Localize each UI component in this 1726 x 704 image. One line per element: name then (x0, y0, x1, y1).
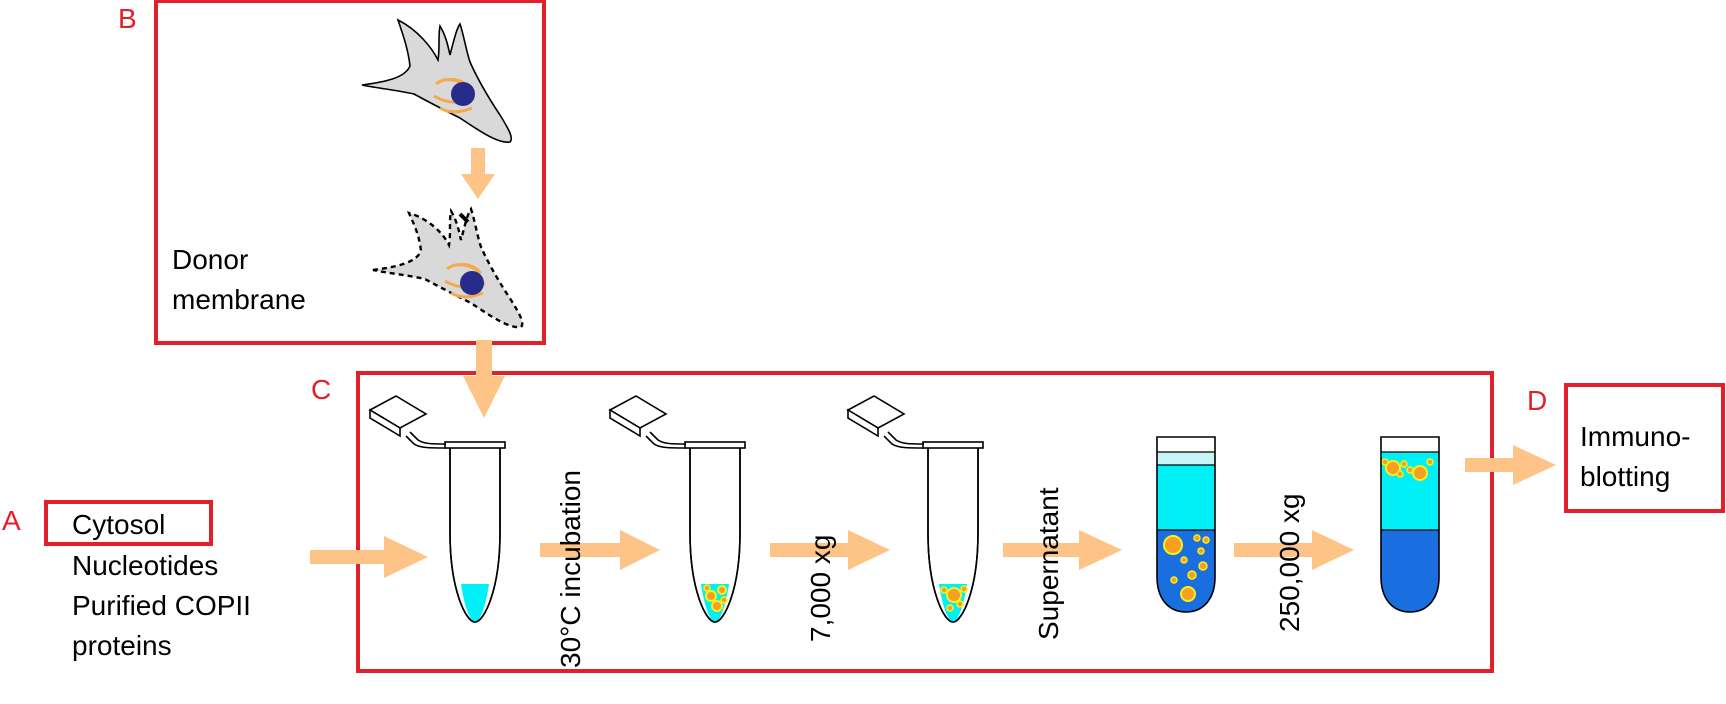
donor-label-line1: Donor (172, 244, 248, 275)
input-nucleotides: Nucleotides (72, 550, 218, 581)
step-low-spin-label: 7,000 xg (805, 535, 836, 642)
ultracentrifuge-tube-icon-2 (1380, 436, 1440, 613)
process-arrow-readout (1465, 445, 1556, 485)
process-arrow-supernatant (1003, 530, 1122, 570)
process-arrow-incubation (540, 530, 660, 570)
step-incubation-label: 30°C incubation (555, 470, 586, 668)
donor-cell-icon (361, 18, 513, 143)
donor-label-line2: membrane (172, 284, 306, 315)
panel-b-frame (154, 0, 546, 345)
panel-c-frame (356, 371, 1494, 673)
microcentrifuge-tube-icon-3 (846, 395, 984, 623)
process-arrow-input (310, 536, 428, 578)
readout-line1: Immuno- (1580, 421, 1690, 452)
ultracentrifuge-tube-icon-1 (1156, 436, 1216, 613)
panel-d-frame (1564, 383, 1725, 513)
permeabilized-cell-icon (372, 206, 524, 329)
input-copii-line2: proteins (72, 630, 172, 661)
process-arrow-to-tube (463, 340, 505, 418)
process-arrow-high-spin (1234, 530, 1354, 570)
microcentrifuge-tube-icon-1 (368, 395, 506, 623)
microcentrifuge-tube-icon-2 (608, 395, 746, 623)
panel-letter-d: D (1527, 385, 1547, 416)
process-arrow-low-spin (770, 530, 890, 570)
panel-letter-c: C (311, 374, 331, 405)
input-cytosol: Cytosol (72, 509, 165, 540)
readout-line2: blotting (1580, 461, 1670, 492)
process-arrow-cells (461, 148, 495, 199)
cytosol-highlight-frame (44, 500, 213, 546)
step-supernatant-label: Supernatant (1033, 487, 1064, 640)
panel-letter-a: A (2, 505, 21, 536)
step-high-spin-label: 250,000 xg (1274, 493, 1305, 632)
panel-letter-b: B (118, 3, 137, 34)
input-copii-line1: Purified COPII (72, 590, 251, 621)
